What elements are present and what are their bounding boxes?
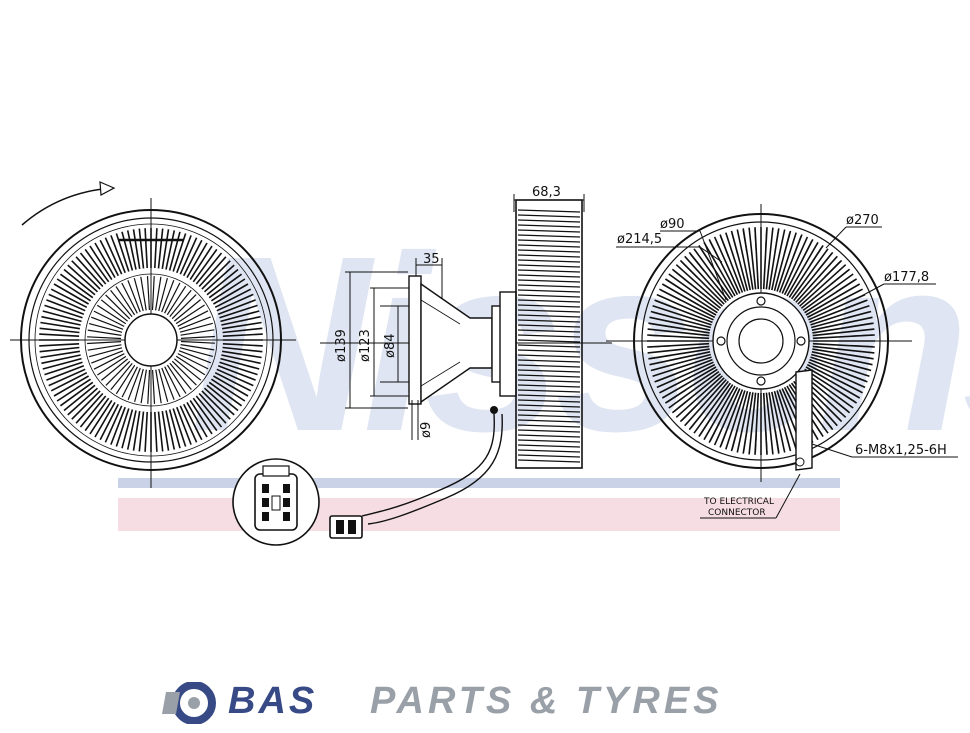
watermark-band-blue xyxy=(118,478,840,488)
connector-callout-line1: TO ELECTRICAL xyxy=(703,497,774,507)
dim-dia-84: ø84 xyxy=(383,334,398,359)
electrical-cable xyxy=(361,413,495,517)
footer-banner: BAS PARTS & TYRES xyxy=(0,668,970,728)
right-fan-bracket xyxy=(795,369,813,471)
dim-dia-139: ø139 xyxy=(334,329,349,362)
dim-dia-123: ø123 xyxy=(358,329,373,362)
rotation-arrow xyxy=(21,187,113,226)
footer-tagline: PARTS & TYRES xyxy=(370,680,723,722)
rotation-arrow-head xyxy=(99,181,116,196)
cable-plug xyxy=(329,515,363,539)
left-fan-hub xyxy=(124,313,178,367)
dim-dia-9: ø9 xyxy=(419,422,434,438)
right-fan-inner-ring xyxy=(641,221,881,461)
dim-dia-2145: ø214,5 xyxy=(617,232,662,247)
side-view-fins xyxy=(517,209,581,463)
side-view-flange xyxy=(408,275,422,405)
dim-dia-270: ø270 xyxy=(846,213,879,228)
right-fan-view xyxy=(606,204,958,519)
left-fan-inner-ring xyxy=(28,217,274,463)
dim-dia-1778: ø177,8 xyxy=(884,270,929,285)
left-fan-view xyxy=(10,198,296,488)
side-view xyxy=(320,194,612,539)
right-fan-outer-ring xyxy=(633,213,889,469)
connector-detail xyxy=(232,458,320,546)
footer-brand: BAS xyxy=(228,680,318,722)
connector-callout-line2: CONNECTOR xyxy=(708,508,766,518)
dim-thread: 6-M8x1,25-6H xyxy=(855,443,947,458)
left-fan-fins xyxy=(39,228,263,452)
bas-logo-icon xyxy=(162,682,216,724)
dim-width-683: 68,3 xyxy=(532,185,561,200)
right-fan-hub xyxy=(738,318,784,364)
dim-dia-90: ø90 xyxy=(660,217,685,232)
left-fan-outer-ring xyxy=(20,209,282,471)
dim-35: 35 xyxy=(423,252,440,267)
